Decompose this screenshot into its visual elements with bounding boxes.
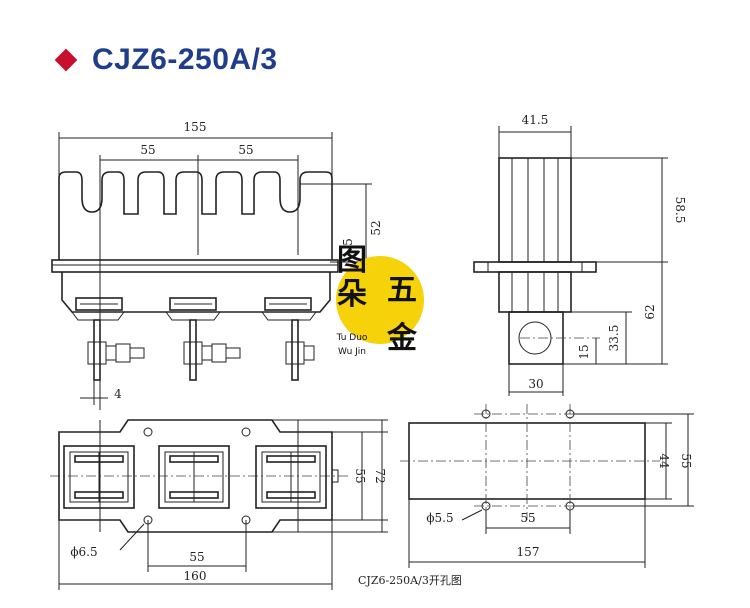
watermark-logo: 图 朵 五 金 Tu Duo Wu Jin bbox=[336, 243, 424, 357]
dim-cutout-height-1: 44 bbox=[657, 453, 671, 469]
top-view: ϕ6.5 55 160 55 72 bbox=[50, 419, 388, 590]
cutout-drawing: ϕ5.5 55 157 44 55 CJZ6-250A/3开孔图 bbox=[358, 404, 694, 587]
watermark-char-2: 朵 bbox=[337, 277, 367, 312]
side-view: 41.5 58.5 62 33.5 15 30 bbox=[473, 113, 687, 396]
cutout-caption: CJZ6-250A/3开孔图 bbox=[358, 574, 462, 587]
dim-front-partial: 5 bbox=[341, 238, 355, 246]
front-view: 155 55 55 52 5 4 bbox=[51, 120, 383, 410]
terminal-1 bbox=[87, 319, 145, 381]
dim-top-height-2: 72 bbox=[373, 468, 387, 483]
dim-front-pitch-2: 55 bbox=[238, 143, 253, 157]
watermark-char-4: 金 bbox=[386, 321, 418, 356]
product-title-text: CJZ6-250A/3 bbox=[92, 43, 278, 76]
dim-side-base: 30 bbox=[528, 377, 543, 391]
dim-cutout-pitch: 55 bbox=[520, 511, 535, 525]
dim-top-pitch: 55 bbox=[189, 550, 204, 564]
dim-side-mid: 33.5 bbox=[607, 325, 621, 352]
watermark-char-3: 五 bbox=[387, 273, 417, 308]
watermark-yellow-disc bbox=[336, 256, 424, 344]
dim-top-height-1: 55 bbox=[353, 468, 367, 483]
dim-front-height: 52 bbox=[369, 220, 383, 235]
watermark-char-1: 图 bbox=[337, 243, 367, 278]
dim-cutout-total: 157 bbox=[517, 545, 540, 559]
dim-top-hole: ϕ6.5 bbox=[70, 545, 97, 559]
dim-side-small: 15 bbox=[577, 344, 591, 359]
dim-cutout-height-2: 55 bbox=[679, 453, 693, 468]
dim-top-total: 160 bbox=[184, 569, 207, 583]
dim-cutout-hole: ϕ5.5 bbox=[426, 511, 453, 525]
dim-front-pitch-1: 55 bbox=[140, 143, 155, 157]
watermark-sub-1: Tu Duo bbox=[336, 333, 368, 343]
dim-side-width: 41.5 bbox=[522, 113, 549, 127]
dim-side-lower: 62 bbox=[643, 304, 657, 319]
watermark-sub-2: Wu Jin bbox=[338, 347, 366, 357]
terminal-3 bbox=[285, 319, 315, 381]
dim-front-total: 155 bbox=[184, 120, 207, 134]
dim-front-terminal: 4 bbox=[114, 387, 122, 401]
terminal-2 bbox=[183, 319, 241, 381]
product-title: CJZ6-250A/3 bbox=[54, 38, 278, 82]
dim-side-upper: 58.5 bbox=[673, 197, 687, 224]
